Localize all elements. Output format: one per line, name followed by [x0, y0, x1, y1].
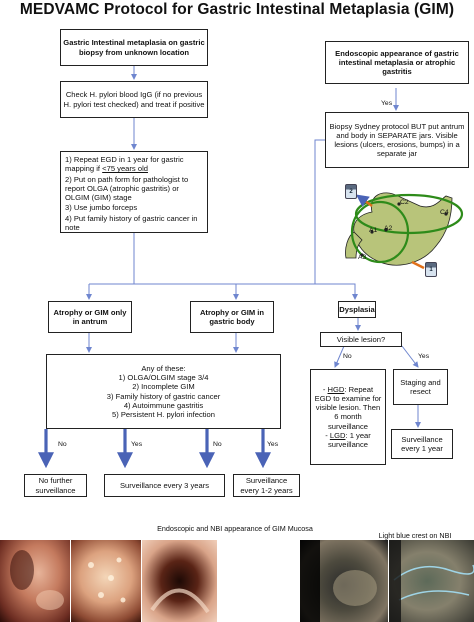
box-endoscopic: Endoscopic appearance of gastric intesti…	[325, 41, 469, 84]
endoscopy-photo-2	[71, 540, 141, 622]
stomach-label-a3: A3	[358, 254, 367, 261]
criteria-item: 3) Family history of gastric cancer	[106, 391, 221, 401]
stomach-label-c2: C2	[400, 199, 409, 206]
box-steps: 1) Repeat EGD in 1 year for gastric mapp…	[60, 151, 208, 233]
step-2: 2) Put on path form for pathologist to r…	[65, 174, 189, 203]
endoscopy-photo-1	[0, 540, 70, 622]
arrow-to-dysplasia	[315, 283, 358, 300]
page-title: MEDVAMC Protocol for Gastric Intestinal …	[19, 1, 455, 18]
stomach-diagram	[345, 192, 464, 270]
label-yes-2: Yes	[267, 441, 279, 448]
label-no-2: No	[213, 441, 222, 448]
criteria-item: 5) Persistent H. pylori infection	[112, 410, 215, 419]
box-surveillance-1yr: Surveillance every 1 year	[391, 429, 453, 459]
nbi-photo-2	[389, 540, 474, 622]
stomach-label-a1: A1	[369, 227, 378, 234]
box-body: Atrophy or GIM in gastric body	[190, 301, 274, 333]
box-antrum: Atrophy or GIM only in antrum	[48, 301, 132, 333]
box-no-surveillance: No further surveillance	[24, 474, 87, 497]
box-start: Gastric Intestinal metaplasia on gastric…	[60, 29, 208, 66]
criteria-item: 1) OLGA/OLGIM stage 3/4	[118, 373, 209, 382]
box-check-hpylori: Check H. pylori blood IgG (if no previou…	[60, 81, 208, 118]
specimen-jar-icon: 2	[345, 184, 357, 199]
box-surveillance-3yr: Surveillance every 3 years	[104, 474, 225, 497]
box-staging: Staging and resect	[393, 369, 448, 405]
orange-arrow-top	[355, 194, 373, 208]
box-visible-lesion: Visible lesion?	[320, 332, 402, 347]
label-no-1: No	[58, 441, 67, 448]
specimen-jar-icon: 1	[425, 262, 437, 277]
nbi-photo-1	[300, 540, 388, 622]
criteria-item: 4) Autoimmune gastritis	[123, 400, 204, 410]
orange-arrow-bottom	[411, 260, 425, 270]
step-4: 4) Put family history of gastric cancer …	[65, 213, 198, 232]
caption-nbi: Light blue crest on NBI	[378, 531, 452, 540]
label-no-visible: No	[343, 353, 352, 360]
lgd-text: - LGD: 1 year surveillance	[325, 430, 371, 450]
label-yes-1: Yes	[131, 441, 143, 448]
stomach-label-a2: A2	[384, 225, 393, 232]
body-oval	[354, 193, 464, 235]
label-yes-endo: Yes	[381, 100, 393, 107]
endoscopy-photo-3	[142, 540, 217, 622]
box-surveillance-1-2yr: Surveillance every 1-2 years	[233, 474, 300, 497]
step-3: 3) Use jumbo forceps	[65, 203, 138, 213]
caption-endoscopic: Endoscopic and NBI appearance of GIM Muc…	[157, 524, 313, 533]
hgd-text: - HGD: Repeat EGD to examine for visible…	[314, 384, 382, 431]
arrow-visible-no	[334, 345, 345, 368]
step-1: 1) Repeat EGD in 1 year for gastric mapp…	[65, 155, 184, 174]
box-dysplasia: Dysplasia	[338, 301, 376, 318]
stomach-label-c4: C4	[440, 209, 449, 216]
criteria-heading: Any of these:	[141, 363, 186, 373]
criteria-item: 2) Incomplete GIM	[132, 382, 195, 392]
line-sydney-to-branch	[236, 139, 325, 285]
label-yes-visible: Yes	[418, 353, 430, 360]
box-sydney: Biopsy Sydney protocol BUT put antrum an…	[325, 112, 469, 168]
box-criteria: Any of these: 1) OLGA/OLGIM stage 3/4 2)…	[46, 354, 281, 429]
box-hgd-lgd: - HGD: Repeat EGD to examine for visible…	[310, 369, 386, 465]
arrow-visible-yes	[401, 345, 419, 368]
